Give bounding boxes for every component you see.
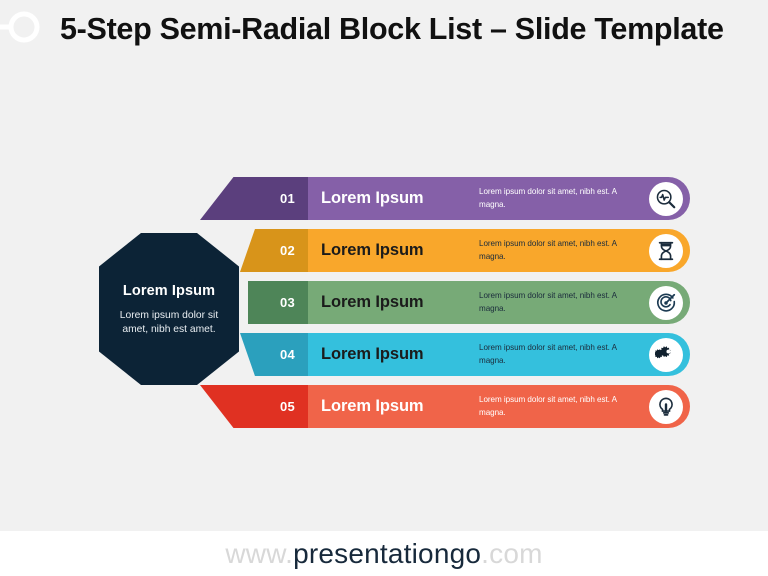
step-row-05[interactable]: 05 Lorem Ipsum Lorem ipsum dolor sit ame… xyxy=(200,385,690,428)
step-row-02[interactable]: 02 Lorem Ipsum Lorem ipsum dolor sit ame… xyxy=(200,229,690,272)
step-number-03: 03 xyxy=(279,295,295,310)
step-row-04[interactable]: 04 Lorem Ipsum Lorem ipsum dolor sit ame… xyxy=(200,333,690,376)
step-bar-01[interactable]: Lorem Ipsum Lorem ipsum dolor sit amet, … xyxy=(308,177,690,220)
page-title: 5-Step Semi-Radial Block List – Slide Te… xyxy=(60,12,724,46)
step-description-05: Lorem ipsum dolor sit amet, nibh est. A … xyxy=(479,394,617,417)
semi-radial-block-list-diagram: Lorem Ipsum Lorem ipsum dolor sit amet, … xyxy=(0,160,768,450)
step-bar-04[interactable]: Lorem Ipsum Lorem ipsum dolor sit amet, … xyxy=(308,333,690,376)
website-url[interactable]: www.presentationgo.com xyxy=(225,538,542,570)
url-suffix: .com xyxy=(481,537,543,569)
step-wedge-01: 01 xyxy=(200,177,308,220)
step-title-02: Lorem Ipsum xyxy=(321,241,424,259)
step-number-04: 04 xyxy=(279,347,295,362)
step-bar-02[interactable]: Lorem Ipsum Lorem ipsum dolor sit amet, … xyxy=(308,229,690,272)
step-description-04: Lorem ipsum dolor sit amet, nibh est. A … xyxy=(479,342,617,365)
url-main: presentationgo xyxy=(293,537,482,569)
step-wedge-03: 03 xyxy=(248,281,308,324)
step-title-05: Lorem Ipsum xyxy=(321,397,424,415)
magnifier-pulse-icon xyxy=(649,181,683,216)
step-wedge-02: 02 xyxy=(240,229,308,272)
step-bar-05[interactable]: Lorem Ipsum Lorem ipsum dolor sit amet, … xyxy=(308,385,690,428)
step-row-01[interactable]: 01 Lorem Ipsum Lorem ipsum dolor sit ame… xyxy=(200,177,690,220)
step-description-02: Lorem ipsum dolor sit amet, nibh est. A … xyxy=(479,238,617,261)
step-row-03[interactable]: 03 Lorem Ipsum Lorem ipsum dolor sit ame… xyxy=(200,281,690,324)
step-description-01: Lorem ipsum dolor sit amet, nibh est. A … xyxy=(479,186,617,209)
lightbulb-icon xyxy=(649,389,683,424)
step-description-03: Lorem ipsum dolor sit amet, nibh est. A … xyxy=(479,290,617,313)
center-hub[interactable]: Lorem Ipsum Lorem ipsum dolor sit amet, … xyxy=(99,233,239,385)
presentationgo-logo-icon xyxy=(0,4,42,50)
step-title-04: Lorem Ipsum xyxy=(321,345,424,363)
step-wedge-05: 05 xyxy=(200,385,308,428)
url-prefix: www. xyxy=(225,537,294,569)
footer-bar: www.presentationgo.com xyxy=(0,531,768,576)
step-number-05: 05 xyxy=(279,399,295,414)
step-title-03: Lorem Ipsum xyxy=(321,293,424,311)
gears-icon xyxy=(649,337,683,372)
slide-canvas: 5-Step Semi-Radial Block List – Slide Te… xyxy=(0,0,768,531)
step-number-02: 02 xyxy=(279,243,295,258)
hourglass-icon xyxy=(649,233,683,268)
target-icon xyxy=(649,285,683,320)
step-title-01: Lorem Ipsum xyxy=(321,189,424,207)
hub-description: Lorem ipsum dolor sit amet, nibh est ame… xyxy=(119,309,219,335)
hub-title: Lorem Ipsum xyxy=(122,283,216,299)
step-bar-03[interactable]: Lorem Ipsum Lorem ipsum dolor sit amet, … xyxy=(308,281,690,324)
step-wedge-04: 04 xyxy=(240,333,308,376)
step-number-01: 01 xyxy=(279,191,295,206)
